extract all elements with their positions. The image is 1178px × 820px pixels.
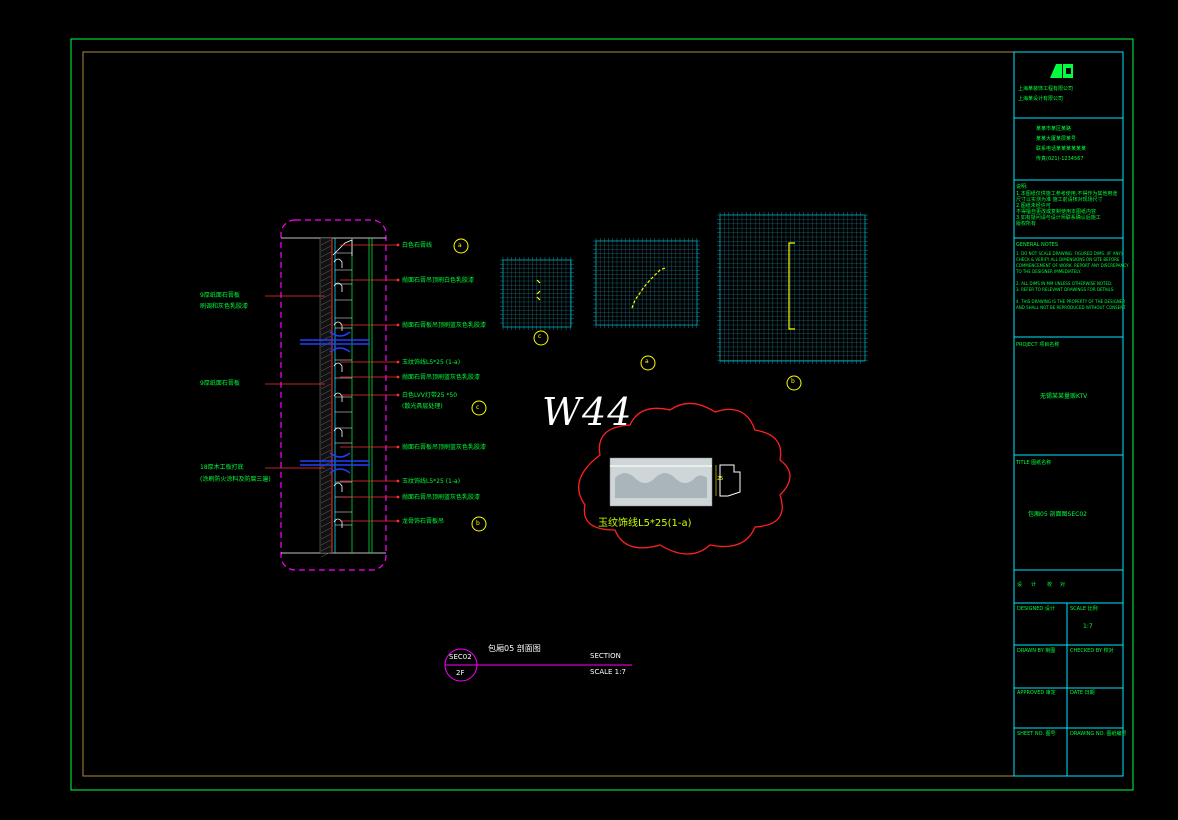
section-drawing: [265, 219, 400, 571]
address-line-3: 联系电话某某某某某某: [1036, 146, 1087, 152]
left-callout-3-sub: (涂刷防火涂料及防腐三遍): [200, 476, 271, 483]
sig-3: 校: [1047, 582, 1053, 588]
detail-grid-b: [717, 212, 868, 364]
detail-tag-c: c: [538, 333, 542, 340]
detail-tag-a: a: [645, 358, 649, 365]
tag-letter-b: b: [476, 520, 480, 527]
sig-1: 设: [1017, 582, 1023, 588]
revision-cloud: [578, 402, 791, 555]
left-callout-3: 18厚木工板打底: [200, 464, 244, 471]
general-line-5: 2. ALL DIMS IN MM UNLESS OTHERWISE NOTED…: [1016, 281, 1113, 286]
cell-sheet-label: SHEET NO. 图号: [1017, 731, 1056, 737]
watermark-text: W44: [542, 390, 633, 434]
callout-3: 抛面石膏板吊顶刷蓝灰色乳胶漆: [402, 322, 487, 329]
cell-drawingno-label: DRAWING NO. 图纸编号: [1070, 731, 1127, 737]
tag-letter-c: c: [476, 404, 480, 411]
general-line-2: CHECK & VERIFY ALL DIMENSIONS ON SITE BE…: [1016, 257, 1120, 262]
cell-scale-value: 1:7: [1083, 623, 1093, 630]
address-line-2: 某某大厦某层某号: [1036, 136, 1077, 142]
outer-frame: [70, 38, 1134, 791]
cell-drawn-label: DRAWN BY 制图: [1017, 648, 1056, 654]
cell-date-label: DATE 日期: [1070, 690, 1095, 696]
callout-7: 抛面石膏板吊顶刷蓝灰色乳胶漆: [402, 444, 487, 451]
callout-2: 抛面石膏吊顶刷白色乳胶漆: [402, 277, 475, 284]
callout-10: 龙骨饰石膏板吊: [402, 518, 445, 525]
section-boundary: [280, 219, 387, 571]
company-logo-icon: [1050, 64, 1073, 78]
address-line-1: 某某市某区某路: [1036, 126, 1072, 132]
section-tag-top: SEC02: [449, 653, 472, 661]
general-line-8: AND SHALL NOT BE REPRODUCED WITHOUT CONS…: [1016, 305, 1127, 310]
callout-1: 白色石膏线: [402, 242, 433, 249]
detail-tag-b: b: [791, 378, 795, 385]
detail-grid-c: [500, 257, 574, 330]
drawing-title: 包厢05 剖面图SEC02: [1028, 511, 1087, 518]
cell-checked-label: CHECKED BY 校对: [1070, 648, 1114, 654]
cell-approved-label: APPROVED 审定: [1017, 690, 1056, 696]
section-tag-bottom: 2F: [456, 669, 465, 677]
notes-heading: 说明:: [1016, 184, 1028, 190]
address-line-4: 传真(021)-1234567: [1036, 156, 1084, 162]
company-name-2: 上海某设计有限公司: [1018, 96, 1064, 102]
scale-label: SCALE 1:7: [590, 668, 626, 676]
callout-6: 白色LVV灯带25 *50: [402, 392, 458, 399]
cloud-dimension: 25: [717, 476, 724, 482]
sig-4: 对: [1060, 582, 1066, 588]
company-name-1: 上海某装饰工程有限公司: [1018, 86, 1074, 92]
left-callout-1-sub: 刷调和灰色乳胶漆: [200, 303, 249, 310]
cell-scale-label: SCALE 比例: [1070, 606, 1098, 612]
notes-line-2: 尺寸以实测为准 施工前请核对现场尺寸: [1016, 197, 1103, 203]
title-heading: TITLE 图纸名称: [1016, 460, 1052, 466]
callout-4: 玉纹饰线L5*25 (1-a): [402, 359, 461, 366]
tag-letter-a: a: [458, 242, 462, 249]
general-line-7: 4. THIS DRAWING IS THE PROPERTY OF THE D…: [1016, 299, 1126, 304]
cell-designed-label: DESIGNED 设计: [1017, 606, 1055, 612]
title-block: [1013, 51, 1124, 777]
callout-9: 抛面石膏吊顶刷蓝灰色乳胶漆: [402, 494, 481, 501]
callout-8: 玉纹饰线L5*25 (1-a): [402, 478, 461, 485]
notes-line-5: 3.如有疑问请与设计师联系确认后施工: [1016, 215, 1101, 221]
notes-line-3: 2.图纸未经许可: [1016, 203, 1051, 209]
cloud-caption: 玉纹饰线L5*25(1-a): [598, 518, 692, 529]
callout-6-sub: (散光具层处理): [402, 403, 443, 410]
project-heading: PROJECT 项目名称: [1016, 342, 1060, 348]
callout-5: 抛面石膏吊顶刷蓝灰色乳胶漆: [402, 374, 481, 381]
general-line-6: 3. REFER TO RELEVANT DRAWINGS FOR DETAIL…: [1016, 287, 1115, 292]
general-line-4: TO THE DESIGNER IMMEDIATELY.: [1016, 269, 1081, 274]
section-label: SECTION: [590, 652, 621, 660]
general-line-3: COMMENCEMENT OF WORK. REPORT ANY DISCREP…: [1016, 263, 1129, 268]
general-notes-heading: GENERAL NOTES: [1016, 242, 1059, 248]
detail-grid-a: [593, 238, 700, 328]
section-reference-symbol: [444, 648, 632, 682]
sig-2: 计: [1031, 582, 1037, 588]
project-name: 无锡某某量贩KTV: [1040, 393, 1088, 400]
left-callout-2: 9厚纸面石膏板: [200, 380, 240, 387]
notes-line-4: 不得擅自更改或复制使用本图纸内容: [1016, 209, 1097, 215]
section-title: 包厢05 剖面图: [488, 644, 541, 653]
notes-line-6: 版权所有: [1016, 221, 1037, 227]
left-callout-1: 9厚纸面石膏板: [200, 292, 240, 299]
notes-line-1: 1.本图纸仅供施工参考使用,不得作为其他用途: [1016, 191, 1118, 197]
general-line-1: 1. DO NOT SCALE DRAWING. FIGURED DIMS. (…: [1016, 251, 1123, 256]
